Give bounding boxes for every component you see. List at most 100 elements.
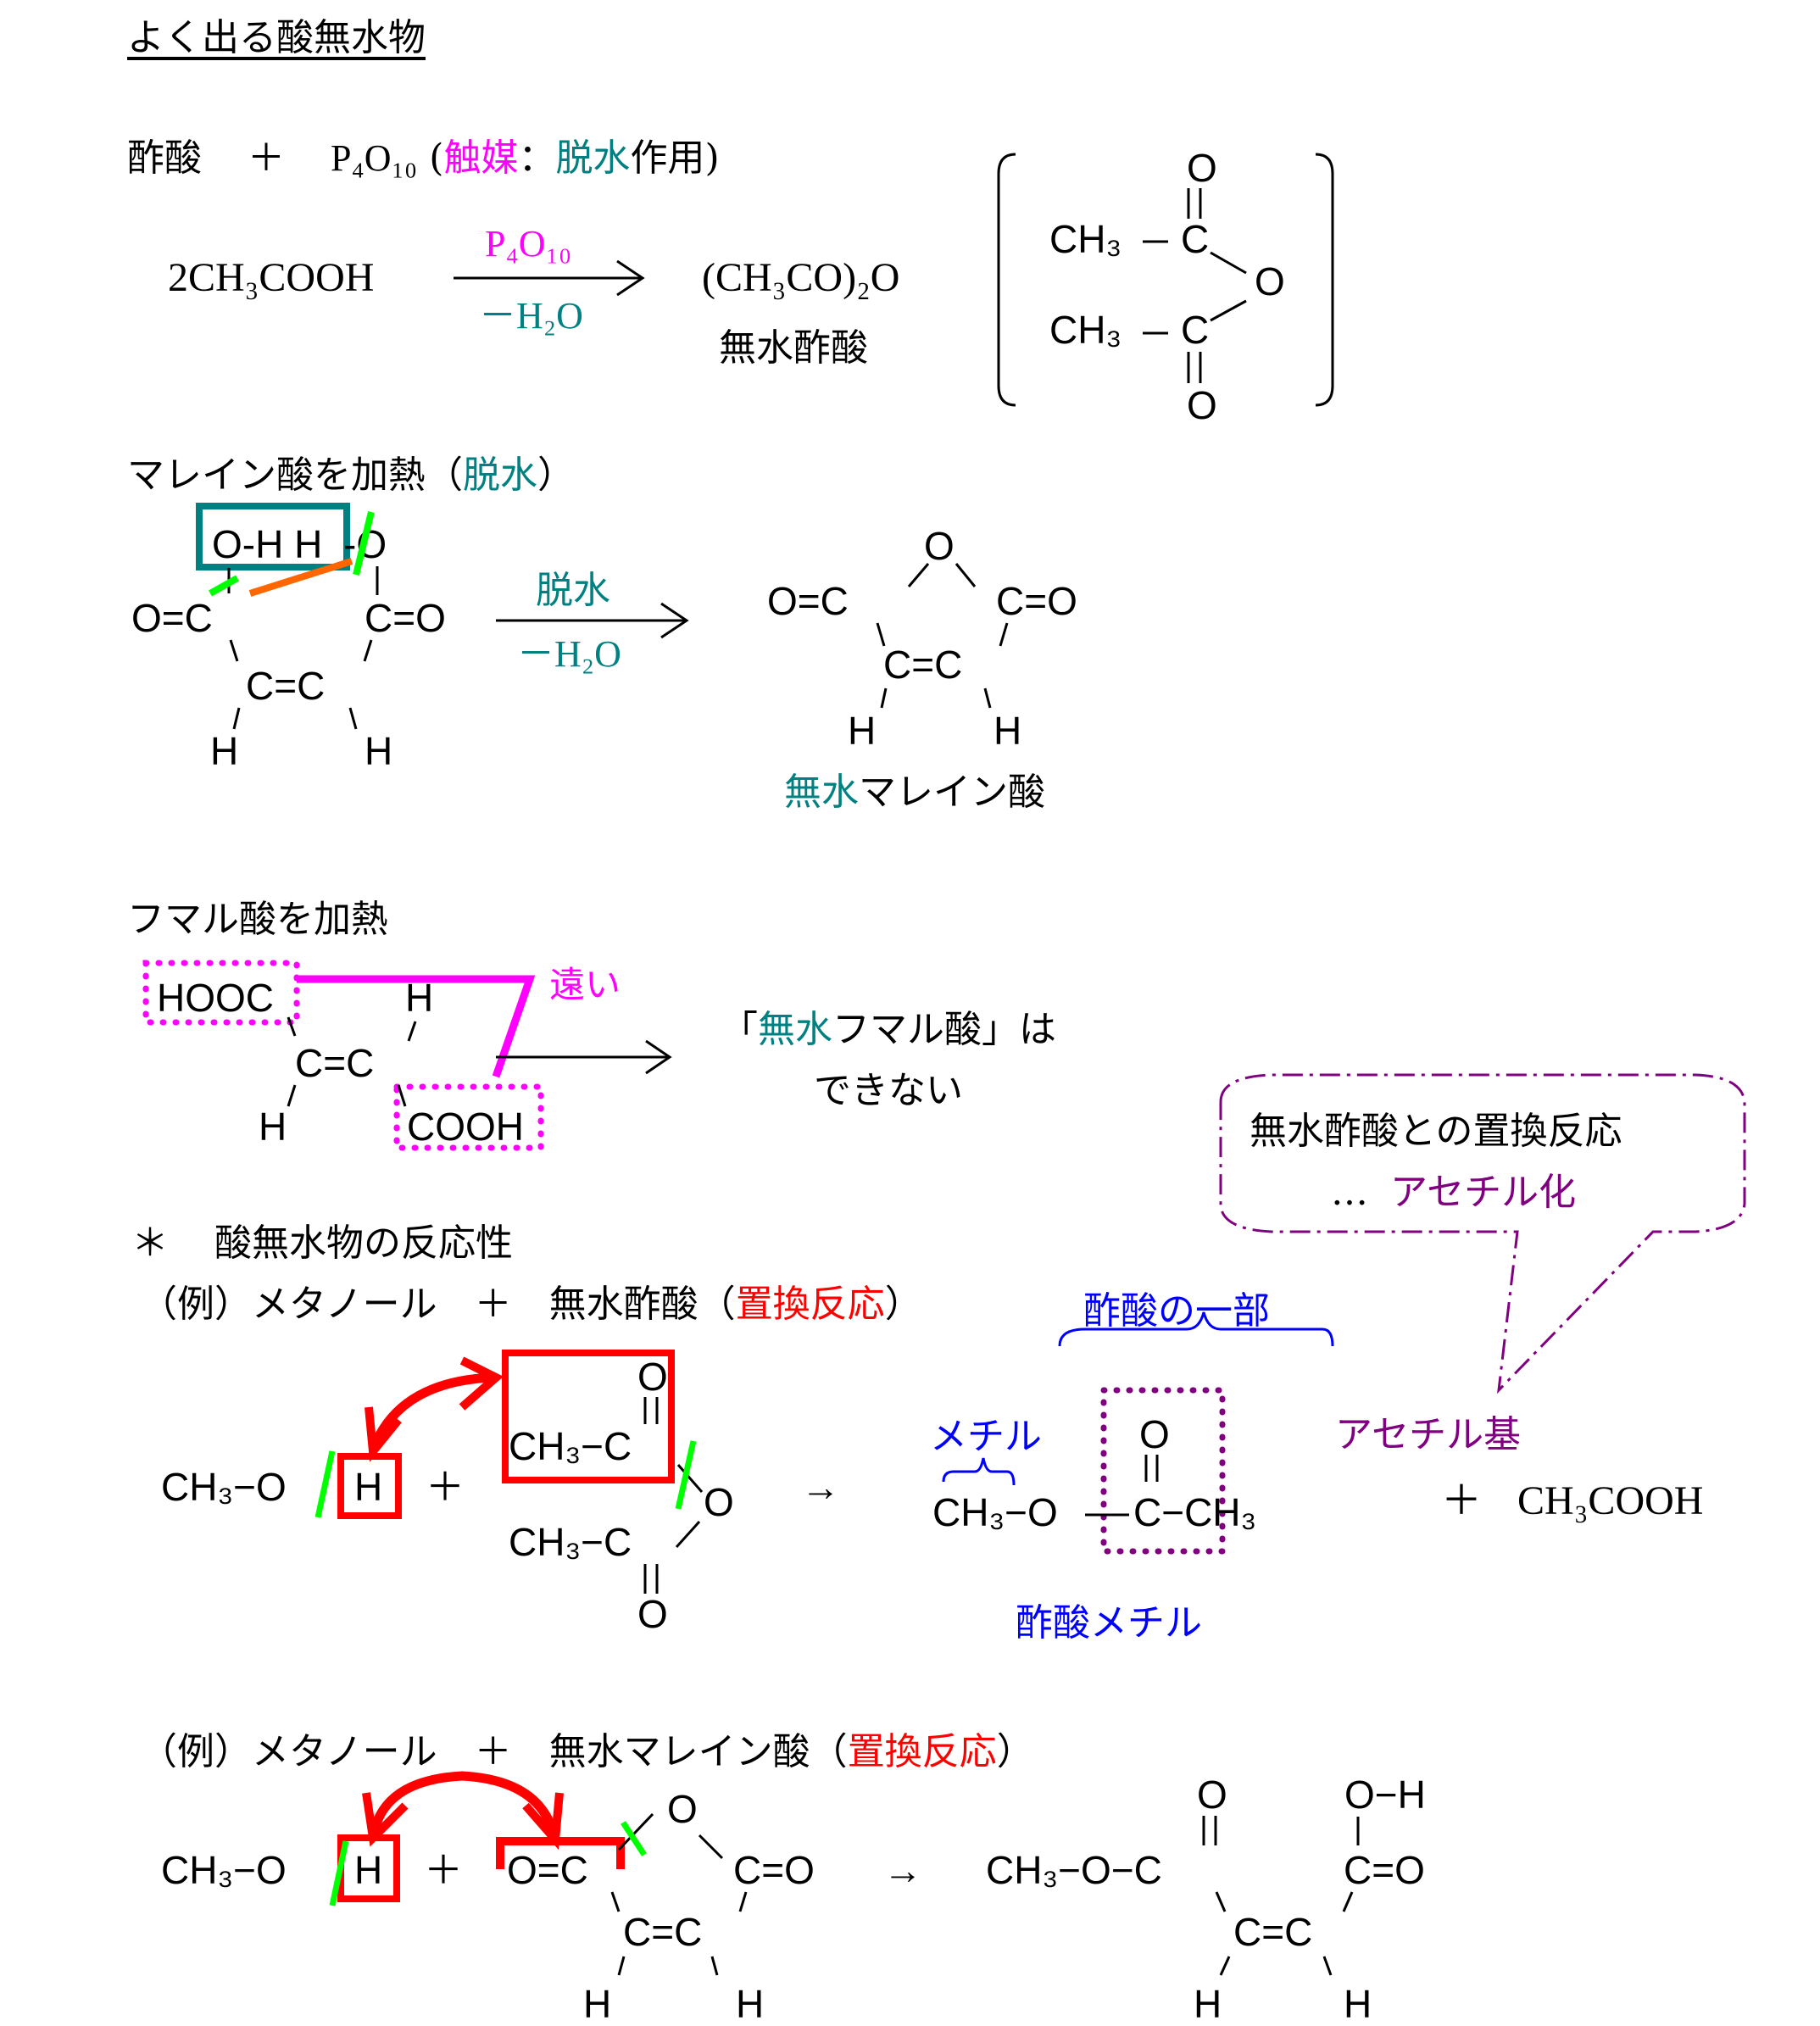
atom-h: H [354,1848,382,1892]
example1-reaction-type: 置換反応 [735,1283,885,1326]
arrow-below-water: －H₂O [479,295,583,337]
callout-line1: 無水酢酸との置換反応 [1250,1110,1622,1153]
atom-h: H [259,1105,287,1149]
hooc-group: HOOC [157,976,274,1020]
example2-reaction-type: 置換反応 [847,1730,997,1773]
reaction-arrow-head [616,259,645,297]
far-label: 遠い [549,964,621,1005]
plus-sign: ＋ [248,136,285,180]
red-bracket-carbonyl [496,1837,625,1869]
arrowhead-left [362,1792,409,1847]
oh-h-text: O-H H [212,522,322,566]
cc-double-bond: C=C [295,1041,374,1085]
atom-h: H [993,709,1021,753]
atom-h: H [354,1465,382,1509]
cc-double-bond: C=C [1233,1910,1312,1954]
callout-line2: … アセチル化 [1331,1161,1576,1216]
arrowhead-right [459,1356,504,1411]
product-name: 無水酢酸 [719,326,868,370]
product-formula: (CH₃CO)₂O [702,255,900,300]
section3-heading: フマル酸を加熱 [127,898,388,941]
atom-c: C [1181,217,1209,261]
asterisk: ＊ [131,1222,169,1265]
result-rest: フマル酸」は [832,1008,1056,1051]
ring-oxygen: O [667,1787,698,1831]
name-rest: マレイン酸 [859,771,1045,814]
bracket-right [1315,153,1334,407]
right-carbonyl: C=O [733,1848,815,1892]
left-carbonyl: O=C [767,579,849,623]
example1-heading: （例）メタノール ＋ 無水酢酸（置換反応） [140,1273,922,1327]
reagent-formula: P₄O₁₀ [331,137,418,179]
arrow-below-water: －H₂O [517,633,621,675]
label-part-of-acetic-acid: 酢酸の一部 [1083,1289,1270,1333]
methanol: CH₃−O [161,1465,287,1509]
atom-o: O [1197,1773,1227,1817]
atom-h: H [210,729,238,773]
right-carbonyl: C=O [365,596,446,640]
heading-suffix: ） [537,454,575,497]
atom-h: H [1344,1982,1372,2026]
methanol: CH₃−O [161,1848,287,1892]
green-cut-mark [675,1440,697,1510]
atom-o: O [637,1355,668,1399]
brace-methyl [942,1457,1016,1486]
maleic-anhydride-name: 無水マレイン酸 [784,761,1045,815]
methyl-acetate-name: 酢酸メチル [1016,1601,1202,1645]
reactivity-heading: 酸無水物の反応性 [214,1222,513,1265]
hydroxyl-group: O−H [1344,1773,1426,1817]
right-carbonyl: C=O [996,579,1077,623]
product-left: CH₃−O [932,1490,1058,1534]
reaction-arrow: → [801,1465,840,1509]
label-acetyl-group: アセチル基 [1335,1413,1522,1456]
right-carbonyl: C=O [1344,1848,1425,1892]
arrowhead-left [365,1406,402,1462]
reaction-arrow-head [660,602,689,639]
atom-h: H [1194,1982,1222,2026]
exchange-arrow [368,1372,493,1451]
acetic-acid-formula: CH₃COOH [1517,1478,1704,1523]
orange-link-mark [248,558,353,597]
cc-double-bond: C=C [623,1910,702,1954]
anhydride-bottom: CH₃−C [509,1520,632,1564]
atom-o-bridge: O [1255,259,1285,303]
plus-sign: ＋ [1441,1478,1483,1523]
colon: ： [518,136,556,180]
bracket-left [997,153,1016,407]
example1-prefix: （例）メタノール ＋ 無水酢酸（ [140,1283,736,1326]
heading-prefix: マレイン酸を加熱（ [127,454,463,497]
left-carbonyl: O=C [131,596,213,640]
product-ester: CH₃−O−C [986,1848,1162,1892]
section1-line: 酢酸 ＋ P₄O₁₀ (触媒：脱水作用) [127,127,720,181]
action-label: 作用 [630,136,705,180]
atom-c: C [1181,308,1209,352]
green-cut-mark [329,1840,349,1906]
left-carbonyl: O=C [507,1848,588,1892]
section2-heading: マレイン酸を加熱（脱水） [127,444,575,498]
fumaric-result-line2: できない [814,1069,963,1112]
page-title: よく出る酸無水物 [127,16,426,59]
far-indicator-line [297,975,536,1078]
atom-h: H [736,1982,764,2026]
anhydride-top: CH₃−C [509,1424,632,1468]
label-methyl: メチル [930,1415,1042,1458]
bracket-open: 「 [721,1008,758,1051]
atom-h: H [848,709,876,753]
ellipsis: … [1331,1171,1368,1214]
brace-part-of-acetic [1058,1311,1334,1347]
fumaric-result-line1: 「無水フマル酸」は [721,999,1056,1053]
red-box-acetyl [502,1350,675,1483]
reaction-arrow-head [645,1039,672,1075]
ch3-top: CH₃ [1049,217,1121,261]
dotted-box-cooh [393,1083,544,1151]
green-cut-mark [353,511,375,576]
green-cut-mark [314,1450,336,1518]
arrow-above-reagent: P₄O₁₀ [485,223,572,264]
ch3-bottom: CH₃ [1049,308,1121,352]
paren-open: ( [429,136,444,180]
product-mid: C−CH₃ [1133,1490,1256,1534]
atom-o: O [1187,146,1217,190]
heading-dehydration: 脱水 [463,454,537,497]
paren-close: ) [704,136,720,180]
